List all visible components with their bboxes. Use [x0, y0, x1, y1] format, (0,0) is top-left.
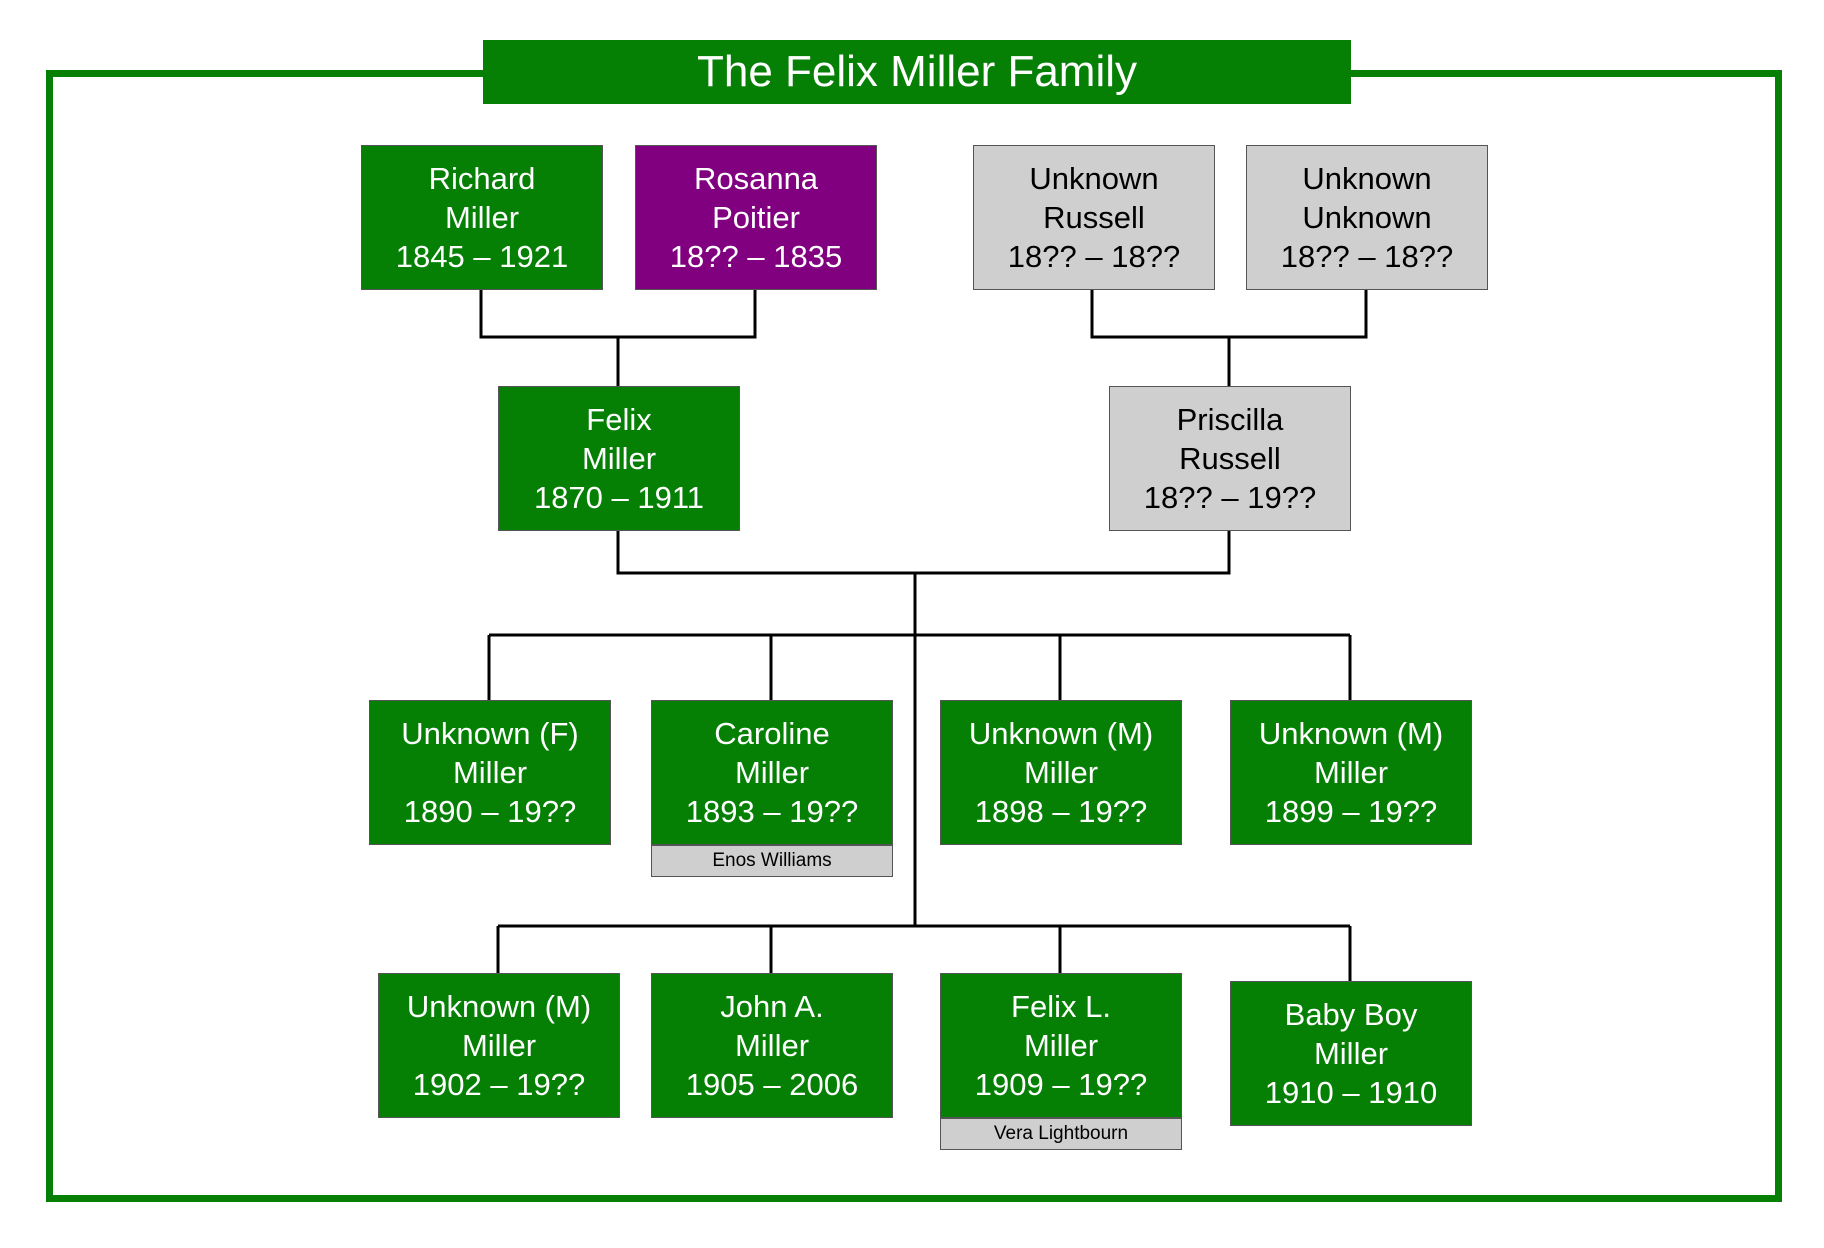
life-dates: 1899 – 19??: [1264, 794, 1438, 829]
person-unknown-russell: Unknown Russell 18?? – 18??: [973, 145, 1215, 290]
first-name: Rosanna: [693, 161, 819, 196]
last-name: Miller: [1313, 1036, 1389, 1071]
person-unknown-unknown: Unknown Unknown 18?? – 18??: [1246, 145, 1488, 290]
person-child-4: Unknown (M) Miller 1899 – 19??: [1230, 700, 1472, 845]
life-dates: 1898 – 19??: [974, 794, 1148, 829]
life-dates: 1909 – 19??: [974, 1067, 1148, 1102]
connector-miller-parents: [479, 289, 757, 339]
life-dates: 1890 – 19??: [403, 794, 577, 829]
last-name: Russell: [1043, 200, 1145, 235]
person-priscilla-russell: Priscilla Russell 18?? – 19??: [1109, 386, 1351, 531]
life-dates: 1902 – 19??: [412, 1067, 586, 1102]
first-name: Felix: [586, 402, 652, 437]
life-dates: 18?? – 18??: [1280, 239, 1454, 274]
last-name: Miller: [581, 441, 657, 476]
person-felix-l-miller: Felix L. Miller 1909 – 19??: [940, 973, 1182, 1118]
last-name: Russell: [1179, 441, 1281, 476]
person-child-3: Unknown (M) Miller 1898 – 19??: [940, 700, 1182, 845]
last-name: Miller: [461, 1028, 537, 1063]
life-dates: 18?? – 18??: [1007, 239, 1181, 274]
last-name: Miller: [734, 1028, 810, 1063]
first-name: John A.: [720, 989, 824, 1024]
first-name: Richard: [428, 161, 536, 196]
last-name: Miller: [1023, 755, 1099, 790]
first-name: Unknown: [1029, 161, 1159, 196]
life-dates: 1910 – 1910: [1264, 1075, 1438, 1110]
first-name: Unknown (M): [406, 989, 592, 1024]
last-name: Unknown: [1302, 200, 1432, 235]
connector-couple: [616, 531, 1231, 575]
spouse-label: Enos Williams: [651, 845, 893, 877]
connector-russell-parents: [1090, 289, 1368, 339]
last-name: Miller: [734, 755, 810, 790]
first-name: Unknown (M): [1258, 716, 1444, 751]
first-name: Priscilla: [1176, 402, 1284, 437]
first-name: Unknown: [1302, 161, 1432, 196]
life-dates: 1870 – 1911: [533, 480, 705, 515]
last-name: Poitier: [712, 200, 800, 235]
life-dates: 1893 – 19??: [685, 794, 859, 829]
first-name: Unknown (F): [401, 716, 579, 751]
first-name: Felix L.: [1011, 989, 1111, 1024]
person-felix-miller: Felix Miller 1870 – 1911: [498, 386, 740, 531]
last-name: Miller: [1023, 1028, 1099, 1063]
last-name: Miller: [444, 200, 520, 235]
person-rosanna-poitier: Rosanna Poitier 18?? – 1835: [635, 145, 877, 290]
life-dates: 18?? – 19??: [1143, 480, 1317, 515]
last-name: Miller: [452, 755, 528, 790]
person-child-5: Unknown (M) Miller 1902 – 19??: [378, 973, 620, 1118]
first-name: Caroline: [714, 716, 830, 751]
life-dates: 1845 – 1921: [395, 239, 569, 274]
person-baby-boy-miller: Baby Boy Miller 1910 – 1910: [1230, 981, 1472, 1126]
last-name: Miller: [1313, 755, 1389, 790]
person-john-miller: John A. Miller 1905 – 2006: [651, 973, 893, 1118]
person-caroline-miller: Caroline Miller 1893 – 19??: [651, 700, 893, 845]
first-name: Baby Boy: [1284, 997, 1418, 1032]
person-child-1: Unknown (F) Miller 1890 – 19??: [369, 700, 611, 845]
life-dates: 18?? – 1835: [669, 239, 843, 274]
person-richard-miller: Richard Miller 1845 – 1921: [361, 145, 603, 290]
first-name: Unknown (M): [968, 716, 1154, 751]
spouse-label: Vera Lightbourn: [940, 1118, 1182, 1150]
life-dates: 1905 – 2006: [685, 1067, 859, 1102]
diagram-title: The Felix Miller Family: [483, 40, 1351, 104]
